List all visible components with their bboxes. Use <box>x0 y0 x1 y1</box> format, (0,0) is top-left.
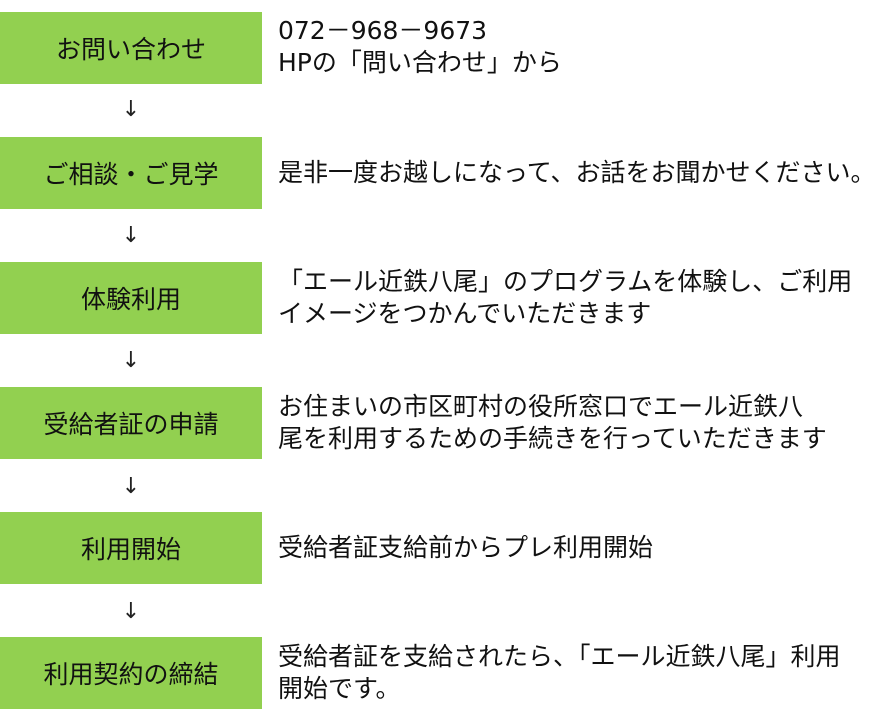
arrow-down-icon: ↓ <box>121 474 141 499</box>
arrow-down-icon: ↓ <box>121 97 141 122</box>
step-label: 利用開始 <box>80 535 181 564</box>
step-label: 利用契約の締結 <box>43 660 219 689</box>
step-box-trial: 体験利用 <box>0 262 262 334</box>
step-description-inquiry: 072－968－9673 HPの「問い合わせ」から <box>278 16 562 77</box>
step-description-consultation: 是非一度お越しになって、お話をお聞かせください。 <box>278 158 876 187</box>
step-label: 体験利用 <box>80 285 181 314</box>
step-label: ご相談・ご見学 <box>43 160 219 189</box>
step-description-contract: 受給者証を支給されたら、「エール近鉄八尾」利用 開始です。 <box>278 642 841 703</box>
step-box-application: 受給者証の申請 <box>0 387 262 459</box>
step-description-application: お住まいの市区町村の役所窓口でエール近鉄八 尾を利用するための手続きを行っていた… <box>278 392 827 453</box>
arrow-down-icon: ↓ <box>121 348 141 373</box>
arrow-down-icon: ↓ <box>121 223 141 248</box>
step-box-inquiry: お問い合わせ <box>0 12 262 84</box>
step-label: お問い合わせ <box>55 35 206 64</box>
step-label: 受給者証の申請 <box>43 410 219 439</box>
step-description-trial: 「エール近鉄八尾」のプログラムを体験し、ご利用 イメージをつかんでいただきます <box>278 267 853 328</box>
step-box-start: 利用開始 <box>0 512 262 584</box>
step-description-start: 受給者証支給前からプレ利用開始 <box>278 533 654 562</box>
step-box-consultation: ご相談・ご見学 <box>0 137 262 209</box>
step-box-contract: 利用契約の締結 <box>0 637 262 709</box>
arrow-down-icon: ↓ <box>121 599 141 624</box>
